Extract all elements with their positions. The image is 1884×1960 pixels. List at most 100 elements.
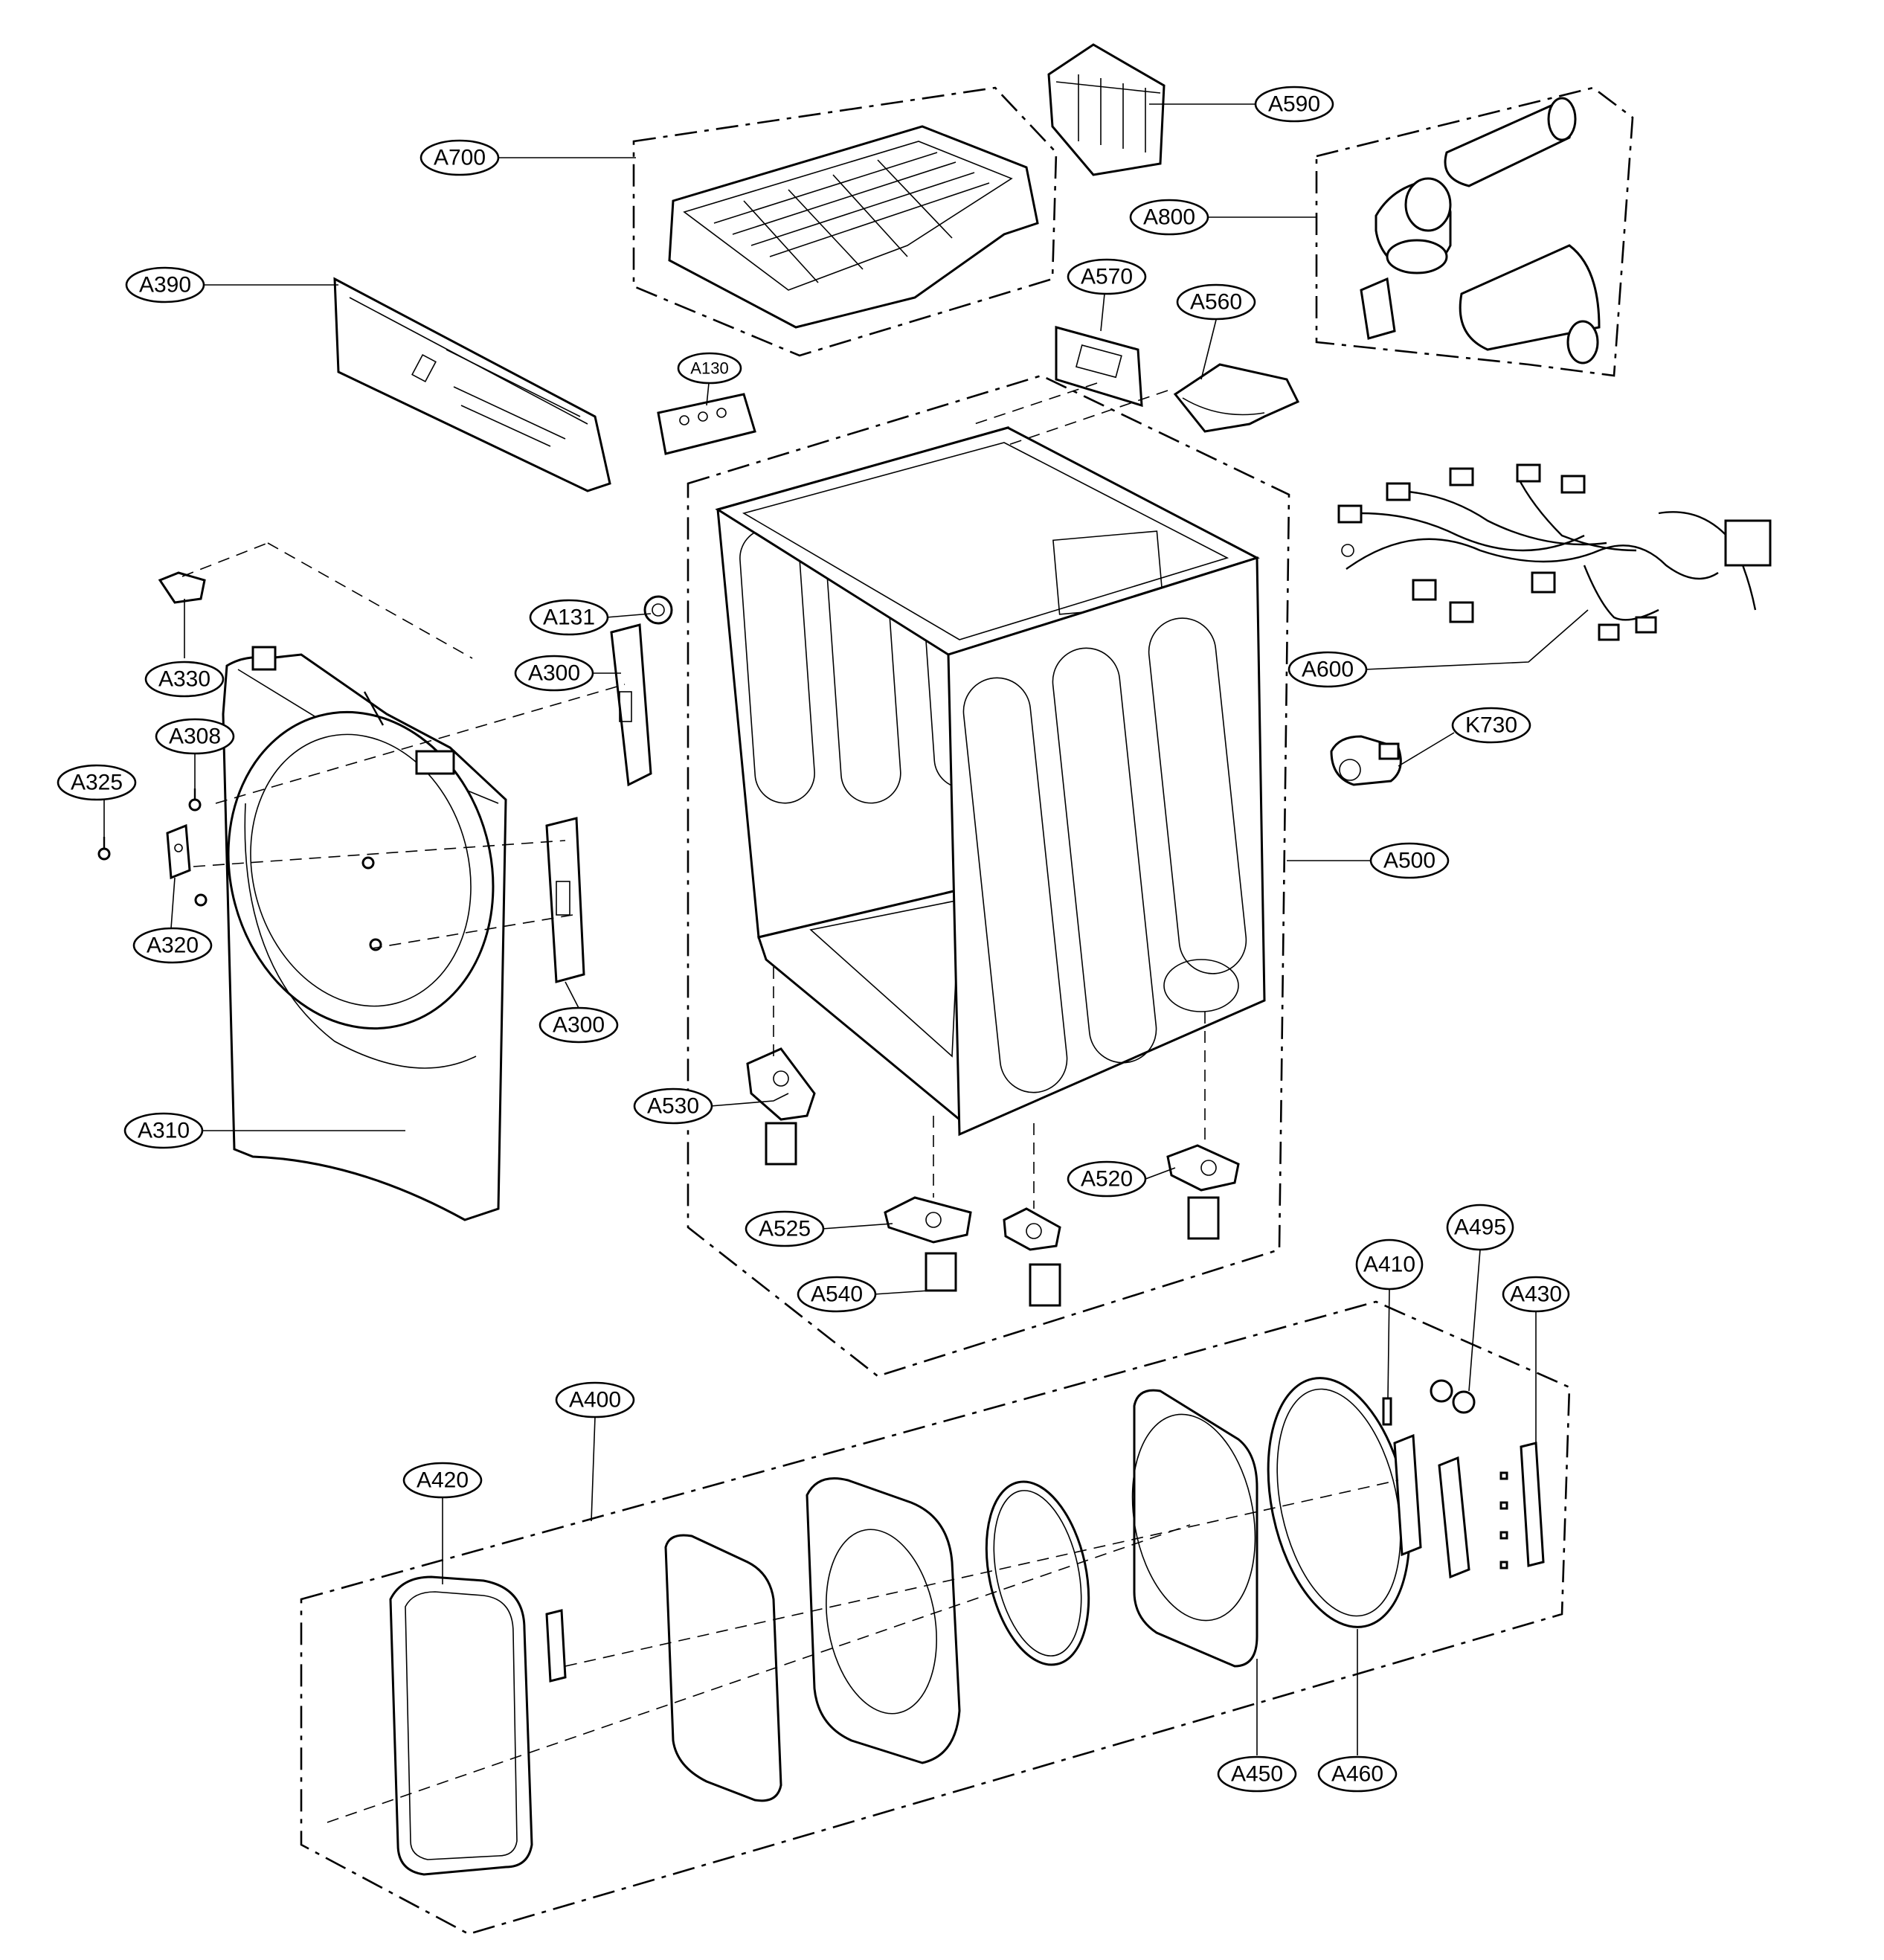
a600-wire-harness[interactable] [1337,463,1772,641]
label-a525[interactable]: A525 [745,1210,825,1247]
label-a300-lower[interactable]: A300 [538,1006,619,1044]
a300-hinge-upper[interactable] [610,623,652,787]
label-a460[interactable]: A460 [1317,1755,1398,1793]
label-a530-text: A530 [647,1094,699,1119]
label-a600[interactable]: A600 [1287,651,1368,688]
label-a390[interactable]: A390 [125,266,205,303]
screw-icon [194,893,208,907]
k730-valve[interactable] [1330,735,1402,786]
label-a450[interactable]: A450 [1217,1755,1297,1793]
label-a131-text: A131 [543,605,595,630]
alignment-line [974,382,1098,425]
label-a520[interactable]: A520 [1067,1160,1147,1198]
a800-exhaust-duct[interactable] [1360,97,1601,364]
label-a330-text: A330 [158,667,210,692]
leveling-bracket-center[interactable] [1003,1207,1061,1251]
label-a300-upper[interactable]: A300 [514,655,594,692]
label-a130[interactable]: A130 [677,352,742,385]
label-a560[interactable]: A560 [1176,283,1256,321]
door-glass[interactable] [664,1534,782,1802]
label-a420[interactable]: A420 [402,1462,483,1499]
label-a500[interactable]: A500 [1369,842,1450,879]
a500-group-boundary [687,374,1290,1378]
label-a320[interactable]: A320 [132,927,213,964]
a700-group-boundary [632,86,1058,357]
label-a310[interactable]: A310 [123,1112,204,1149]
leader-line [591,1416,596,1522]
a131-grommet[interactable] [643,595,673,625]
a130-control-board[interactable] [657,393,756,455]
a308-screw[interactable] [188,788,202,812]
alignment-line [1003,390,1168,447]
label-a570[interactable]: A570 [1067,258,1147,295]
label-a390-text: A390 [139,273,191,298]
leader-line [605,613,652,618]
a410-latch-pin[interactable] [1382,1397,1392,1426]
label-a530[interactable]: A530 [633,1087,713,1125]
leader-line [1200,319,1217,380]
label-a400[interactable]: A400 [555,1381,635,1418]
hole-marker-icon [1499,1471,1508,1480]
label-a410-text: A410 [1363,1253,1415,1277]
a530-leveling-bracket[interactable] [746,1047,816,1121]
leader-line [706,382,710,406]
a325-screw[interactable] [97,837,111,861]
alignment-line [371,914,573,949]
label-a700-text: A700 [434,146,486,170]
leader-line [1387,1288,1390,1399]
a430-strike-plate[interactable] [1520,1442,1545,1567]
alignment-line [267,542,473,659]
door-gasket-inner[interactable] [971,1472,1104,1674]
a390-back-panel[interactable] [333,277,611,492]
label-a600-text: A600 [1302,658,1354,682]
label-a300-upper-text: A300 [528,661,580,686]
label-a325[interactable]: A325 [57,764,137,801]
leader-line [710,1093,789,1107]
hole-marker-icon [1499,1531,1508,1540]
label-a410[interactable]: A410 [1355,1238,1424,1291]
label-a560-text: A560 [1190,290,1242,315]
a500-cabinet[interactable] [715,426,1266,1137]
a590-bracket[interactable] [1047,43,1166,176]
label-a300-lower-text: A300 [553,1013,605,1038]
a320-latch-bracket[interactable] [166,823,191,880]
label-k730[interactable]: K730 [1451,707,1531,744]
label-a590-text: A590 [1268,92,1320,117]
leader-line [565,981,579,1009]
a520-leveling-bracket[interactable] [1166,1144,1240,1192]
label-a590[interactable]: A590 [1254,86,1334,123]
alignment-line [565,1479,1399,1667]
a330-door-switch[interactable] [158,571,206,604]
a540-leveling-foot[interactable] [765,1122,1220,1307]
a300-hinge-lower[interactable] [545,817,585,983]
a495-fastener[interactable] [1430,1379,1476,1414]
a450-door-hinge-plate[interactable] [1117,1389,1270,1668]
door-inner-frame[interactable] [806,1477,961,1764]
label-a130-text: A130 [690,359,728,378]
label-a131[interactable]: A131 [529,599,609,636]
label-a460-text: A460 [1331,1762,1383,1787]
label-a700[interactable]: A700 [419,139,500,176]
label-a430[interactable]: A430 [1502,1276,1570,1313]
label-k730-text: K730 [1465,713,1517,738]
label-a330[interactable]: A330 [144,661,225,698]
a570-plate[interactable] [1055,326,1143,408]
a420-door-frame[interactable] [389,1575,533,1876]
a400-group-boundary [300,1300,1571,1935]
label-a308[interactable]: A308 [155,718,235,755]
screw-icon [361,856,375,870]
a560-duct-scoop[interactable] [1173,363,1300,433]
leader-line [873,1290,930,1295]
door-latch-parts[interactable] [1393,1433,1470,1579]
a310-front-panel[interactable] [193,646,527,1221]
hole-marker-icon [1499,1501,1508,1510]
a525-leveling-bracket[interactable] [884,1196,972,1244]
a700-drying-rack[interactable] [668,125,1039,329]
label-a495[interactable]: A495 [1446,1204,1514,1251]
door-handle-insert[interactable] [545,1609,567,1683]
label-a450-text: A450 [1231,1762,1283,1787]
label-a320-text: A320 [147,934,199,958]
label-a800[interactable]: A800 [1129,199,1209,236]
leader-line [821,1223,893,1230]
label-a540[interactable]: A540 [797,1276,877,1313]
